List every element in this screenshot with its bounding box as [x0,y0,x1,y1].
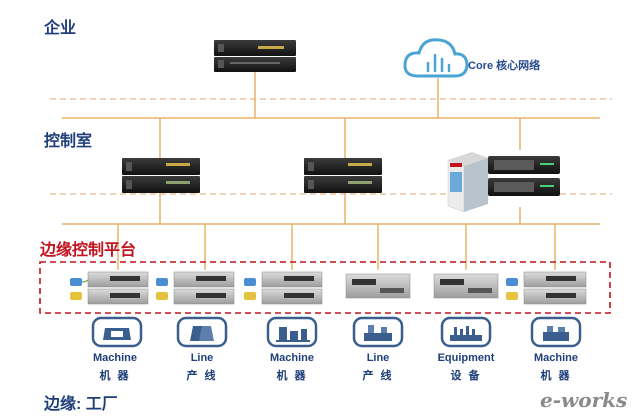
device-2-sublabel: 产 线 [186,370,218,382]
edge-gateway-1-icon [70,271,149,305]
cloud-chart-icon [403,38,469,78]
machine-icon [266,316,318,348]
control-server-left-icon [122,158,200,193]
machine-icon [91,316,143,348]
edge-gateway-5-icon [433,273,499,299]
edge-platform-frame [39,261,611,314]
device-5-label: Equipment [437,352,495,364]
device-2-label: Line [190,352,214,364]
edge-gateway-4-icon [345,273,411,299]
enterprise-server-icon [214,40,296,72]
bus-drops [117,72,556,270]
device-4-sublabel: 产 线 [362,370,394,382]
tier-enterprise: 企业 [44,20,77,37]
device-1-label: Machine [92,352,137,364]
line-icon [176,316,228,348]
rack-server-icon [488,156,560,196]
device-4-label: Line [366,352,390,364]
edge-gateway-6-icon [506,271,587,305]
device-3-label: Machine [269,352,314,364]
device-6-label: Machine [533,352,578,364]
device-1-sublabel: 机 器 [99,370,131,382]
device-5-sublabel: 设 备 [450,370,482,382]
line-icon [352,316,404,348]
tier-control-room: 控制室 [44,133,93,150]
edge-gateway-3-icon [244,271,323,305]
tier-edge-factory: 边缘: 工厂 [44,396,118,413]
e-works-watermark: e-works [540,388,628,412]
tier-edge-platform: 边缘控制平台 [40,242,137,259]
equipment-icon [440,316,492,348]
edge-gateway-2-icon [156,271,235,305]
device-6-sublabel: 机 器 [540,370,572,382]
cloud-label: Core 核心网络 [468,60,541,72]
device-3-sublabel: 机 器 [276,370,308,382]
machine-icon [530,316,582,348]
control-server-right-icon [304,158,382,193]
software-package-icon [447,152,488,213]
